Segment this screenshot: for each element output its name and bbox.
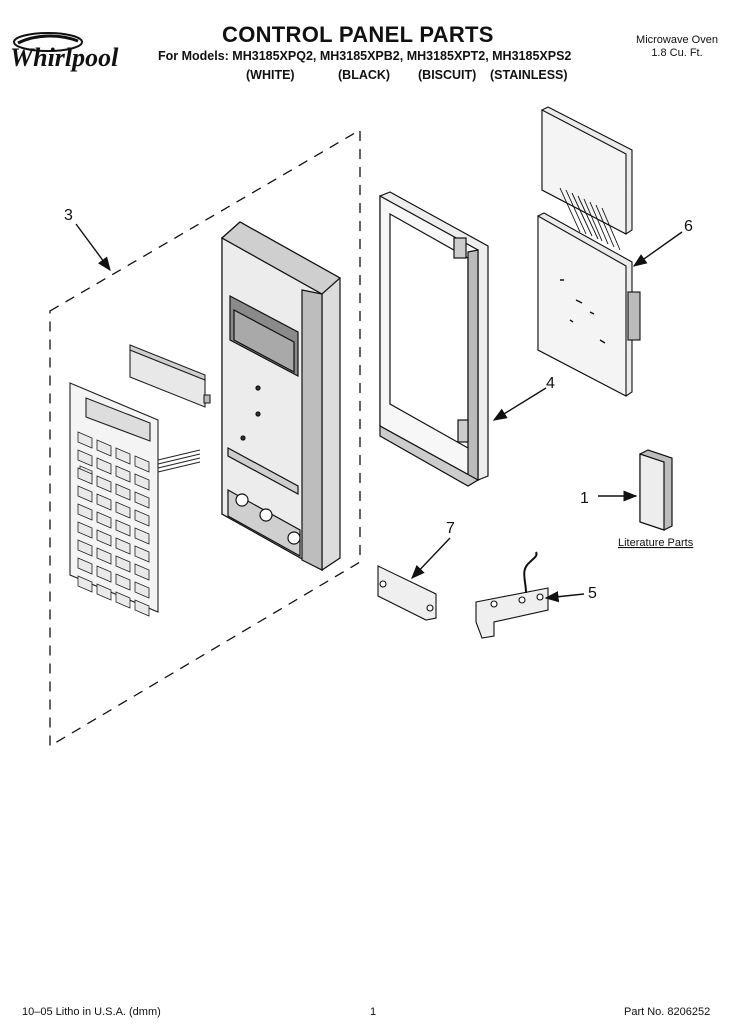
keypad-key [77, 575, 93, 593]
keypad-key [96, 457, 112, 475]
footer-litho: 10–05 Litho in U.S.A. (dmm) [22, 1006, 161, 1018]
color-label-stainless: (STAINLESS) [490, 68, 568, 82]
appliance-capacity: 1.8 Cu. Ft. [651, 47, 703, 59]
color-label-black: (BLACK) [338, 68, 391, 82]
keypad-key [96, 583, 112, 601]
keypad-key [134, 599, 150, 617]
literature-booklet [639, 449, 673, 531]
keypad-key [96, 475, 112, 493]
display-window-lens [129, 344, 211, 408]
keypad-key [134, 509, 150, 527]
whirlpool-logo: Whirlpool [8, 28, 148, 76]
appliance-info: Microwave Oven 1.8 Cu. Ft. [622, 34, 732, 60]
color-label-biscuit: (BISCUIT) [418, 68, 477, 82]
keypad-key [96, 511, 112, 529]
keypad-key [77, 485, 93, 503]
control-panel-frame [220, 221, 342, 572]
keypad-key [134, 563, 150, 581]
keypad-key [96, 439, 112, 457]
mounting-bracket-housing [379, 191, 489, 487]
keypad-key [77, 449, 93, 467]
page-title: CONTROL PANEL PARTS [222, 22, 494, 47]
callout-4: 4 [546, 375, 555, 392]
keypad-key [77, 521, 93, 539]
upper-circuit-board [541, 106, 633, 251]
electronic-control-board [537, 212, 641, 397]
keypad-key [134, 545, 150, 563]
footer-part-number: Part No. 8206252 [624, 1006, 711, 1018]
literature-parts-label: Literature Parts [618, 537, 694, 549]
switch-board [475, 551, 549, 639]
keypad-key [115, 519, 131, 537]
keypad-key [115, 555, 131, 573]
color-label-white: (WHITE) [246, 68, 295, 82]
callout-labels: 3 6 4 1 7 5 [64, 207, 693, 602]
keypad-key [115, 537, 131, 555]
keypad-key [134, 581, 150, 599]
callout-5: 5 [588, 585, 597, 602]
callout-arrows [75, 223, 683, 603]
keypad-key [134, 491, 150, 509]
appliance-type: Microwave Oven [636, 34, 718, 46]
keypad-key [115, 573, 131, 591]
keypad-key [134, 455, 150, 473]
keypad-key [115, 483, 131, 501]
keypad-key [96, 547, 112, 565]
keypad-key [96, 529, 112, 547]
models-line: For Models: MH3185XPQ2, MH3185XPB2, MH31… [158, 49, 572, 63]
keypad-key [77, 503, 93, 521]
callout-7: 7 [446, 520, 455, 537]
keypad-key [115, 591, 131, 609]
svg-text:Whirlpool: Whirlpool [10, 43, 119, 72]
keypad-key [115, 501, 131, 519]
footer-page-number: 1 [370, 1006, 377, 1018]
keypad-key [77, 431, 93, 449]
keypad-key [134, 527, 150, 545]
keypad-key [134, 473, 150, 491]
callout-3: 3 [64, 207, 73, 224]
callout-6: 6 [684, 218, 693, 235]
callout-1: 1 [580, 490, 589, 507]
keypad-key [77, 467, 93, 485]
keypad-key [115, 447, 131, 465]
keypad-key [96, 493, 112, 511]
keypad-key [77, 539, 93, 557]
keypad-key [115, 465, 131, 483]
keypad-key [77, 557, 93, 575]
small-bracket [377, 565, 437, 621]
keypad-key [96, 565, 112, 583]
assembly-outline-part-3 [49, 128, 361, 748]
keypad-keys [77, 431, 150, 617]
